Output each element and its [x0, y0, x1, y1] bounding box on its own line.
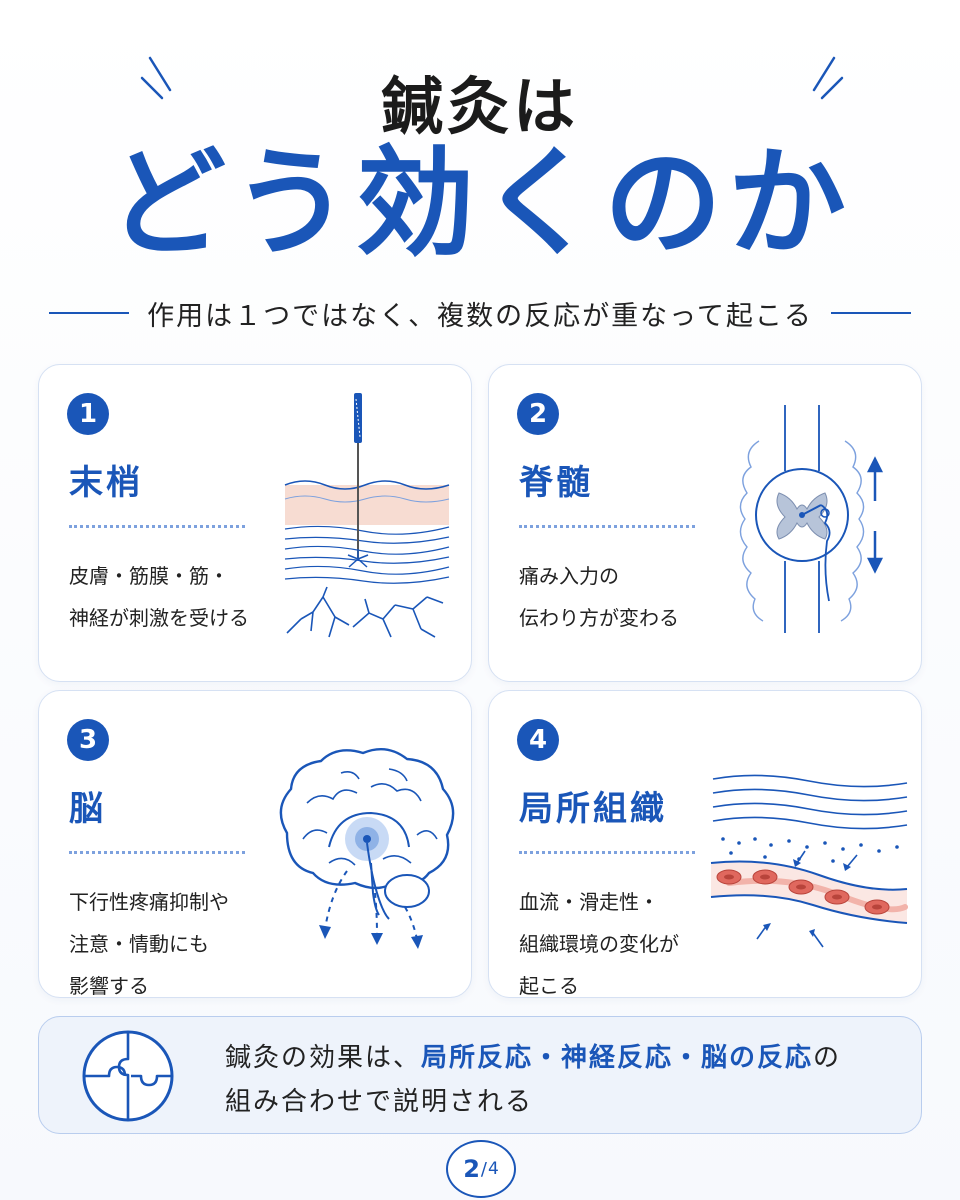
title-line-1: 鍼灸は — [380, 70, 579, 143]
page-current: 2 — [463, 1155, 480, 1183]
card-number-badge: 3 — [67, 719, 109, 761]
dotted-divider — [519, 851, 695, 854]
subtitle-row: 作用は１つではなく、複数の反応が重なって起こる — [0, 290, 960, 336]
card-desc-line: 血流・滑走性・ — [519, 890, 659, 914]
card-description: 皮膚・筋膜・筋・ 神経が刺激を受ける — [69, 555, 249, 639]
card-desc-line: 痛み入力の — [519, 564, 619, 588]
dotted-divider — [519, 525, 695, 528]
card-description: 痛み入力の 伝わり方が変わる — [519, 555, 679, 639]
brain-icon — [279, 747, 455, 949]
page-total: 4 — [487, 1159, 499, 1179]
card-spinal-cord: 2 脊髄 痛み入力の 伝わり方が変わる — [488, 364, 922, 682]
subtitle: 作用は１つではなく、複数の反応が重なって起こる — [147, 300, 813, 332]
card-desc-line: 伝わり方が変わる — [519, 606, 679, 630]
dotted-divider — [69, 525, 245, 528]
summary-text: の — [813, 1043, 842, 1073]
spinal-cord-icon — [739, 405, 884, 633]
card-number-badge: 2 — [517, 393, 559, 435]
card-desc-line: 組織環境の変化が — [519, 932, 679, 956]
title-line-2: どう効くのか — [107, 133, 852, 272]
card-local-tissue: 4 局所組織 血流・滑走性・ 組織環境の変化が 起こる — [488, 690, 922, 998]
subtitle-rule-right — [830, 312, 911, 314]
card-description: 血流・滑走性・ 組織環境の変化が 起こる — [519, 881, 679, 1007]
left-spark-icon — [140, 56, 172, 100]
page-indicator: 2 / 4 — [446, 1140, 516, 1198]
card-desc-line: 皮膚・筋膜・筋・ — [69, 564, 229, 588]
card-title: 脳 — [69, 789, 106, 829]
subtitle-rule-left — [49, 312, 130, 314]
summary-text: 鍼灸の効果は、 — [225, 1043, 422, 1073]
summary-highlight: 局所反応・神経反応・脳の反応 — [421, 1043, 814, 1073]
card-number-badge: 1 — [67, 393, 109, 435]
summary-line-1: 鍼灸の効果は、局所反応・神経反応・脳の反応の — [225, 1037, 841, 1074]
card-title: 末梢 — [69, 463, 143, 503]
card-desc-line: 影響する — [69, 974, 149, 998]
dotted-divider — [69, 851, 245, 854]
card-title: 脊髄 — [519, 463, 593, 503]
card-desc-line: 起こる — [519, 974, 579, 998]
puzzle-icon — [82, 1030, 174, 1122]
right-spark-icon — [812, 56, 844, 100]
needle-skin-nerve-icon — [284, 393, 450, 638]
blood-vessel-tissue-icon — [710, 774, 908, 948]
card-desc-line: 神経が刺激を受ける — [69, 606, 249, 630]
card-desc-line: 注意・情動にも — [69, 932, 209, 956]
card-desc-line: 下行性疼痛抑制や — [69, 890, 229, 914]
card-title: 局所組織 — [519, 789, 667, 829]
card-brain: 3 脳 下行性疼痛抑制や 注意・情動にも 影響する — [38, 690, 472, 998]
page-separator: / — [480, 1158, 487, 1180]
summary-line-2: 組み合わせで説明される — [225, 1087, 534, 1117]
card-number-badge: 4 — [517, 719, 559, 761]
summary-box: 鍼灸の効果は、局所反応・神経反応・脳の反応の 組み合わせで説明される — [38, 1016, 922, 1134]
card-description: 下行性疼痛抑制や 注意・情動にも 影響する — [69, 881, 229, 1007]
card-peripheral: 1 末梢 皮膚・筋膜・筋・ 神経が刺激を受ける — [38, 364, 472, 682]
